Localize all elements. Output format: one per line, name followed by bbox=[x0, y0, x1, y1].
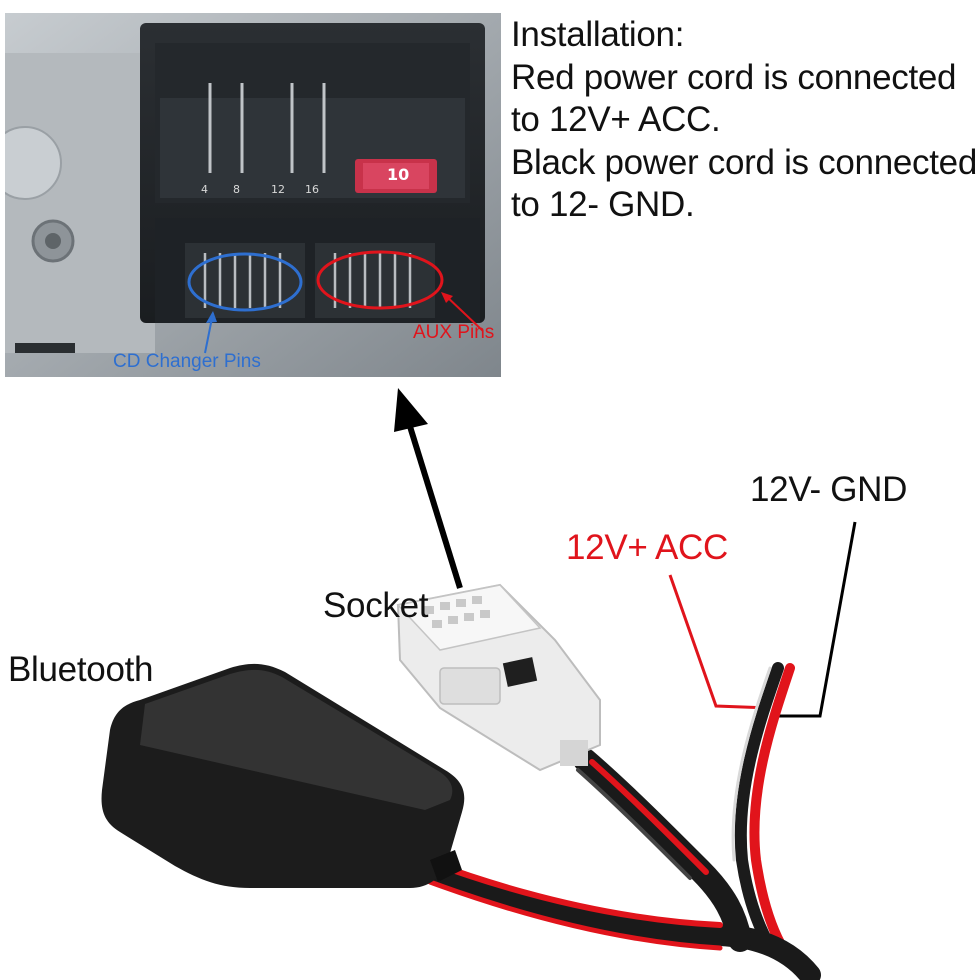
socket-connector bbox=[396, 583, 601, 772]
pin-number-12: 12 bbox=[271, 183, 285, 196]
aux-pointer bbox=[444, 294, 484, 332]
bluetooth-label: Bluetooth bbox=[8, 650, 154, 689]
connector-illustration bbox=[5, 13, 501, 377]
cd-changer-pins-label: CD Changer Pins bbox=[113, 351, 261, 372]
pin-number-16: 16 bbox=[305, 183, 319, 196]
lower-pin-rows bbox=[203, 253, 412, 308]
installation-heading: Installation: bbox=[511, 15, 685, 54]
instruction-line: Red power cord is connected bbox=[511, 57, 957, 97]
power-wires bbox=[731, 662, 795, 956]
head-unit-connector-photo: 4 8 12 16 10 CD Changer Pins AUX Pins bbox=[5, 13, 501, 377]
installation-instructions: Installation: Red power cord is connecte… bbox=[511, 14, 980, 227]
gnd-label: 12V- GND bbox=[750, 470, 908, 509]
bluetooth-module bbox=[101, 663, 465, 888]
cd-changer-highlight bbox=[187, 252, 303, 312]
instruction-line: to 12V+ ACC. bbox=[511, 100, 721, 139]
arrow-head bbox=[394, 388, 428, 432]
aux-pins-label: AUX Pins bbox=[413, 322, 495, 343]
socket-cable bbox=[573, 748, 752, 952]
pin-number-4: 4 bbox=[201, 183, 208, 196]
main-cable bbox=[419, 859, 821, 980]
socket-to-connector-arrow bbox=[405, 419, 463, 589]
instruction-line: Black power cord is connected bbox=[511, 142, 977, 182]
gnd-pointer-line bbox=[774, 521, 857, 718]
aux-highlight bbox=[316, 250, 444, 310]
socket-label: Socket bbox=[323, 586, 429, 625]
top-pin-row bbox=[208, 83, 326, 173]
fuse-rating: 10 bbox=[387, 165, 410, 184]
acc-pointer-line bbox=[668, 574, 771, 710]
pin-number-8: 8 bbox=[233, 183, 240, 196]
acc-label: 12V+ ACC bbox=[566, 528, 729, 567]
instruction-line: to 12- GND. bbox=[511, 185, 695, 224]
